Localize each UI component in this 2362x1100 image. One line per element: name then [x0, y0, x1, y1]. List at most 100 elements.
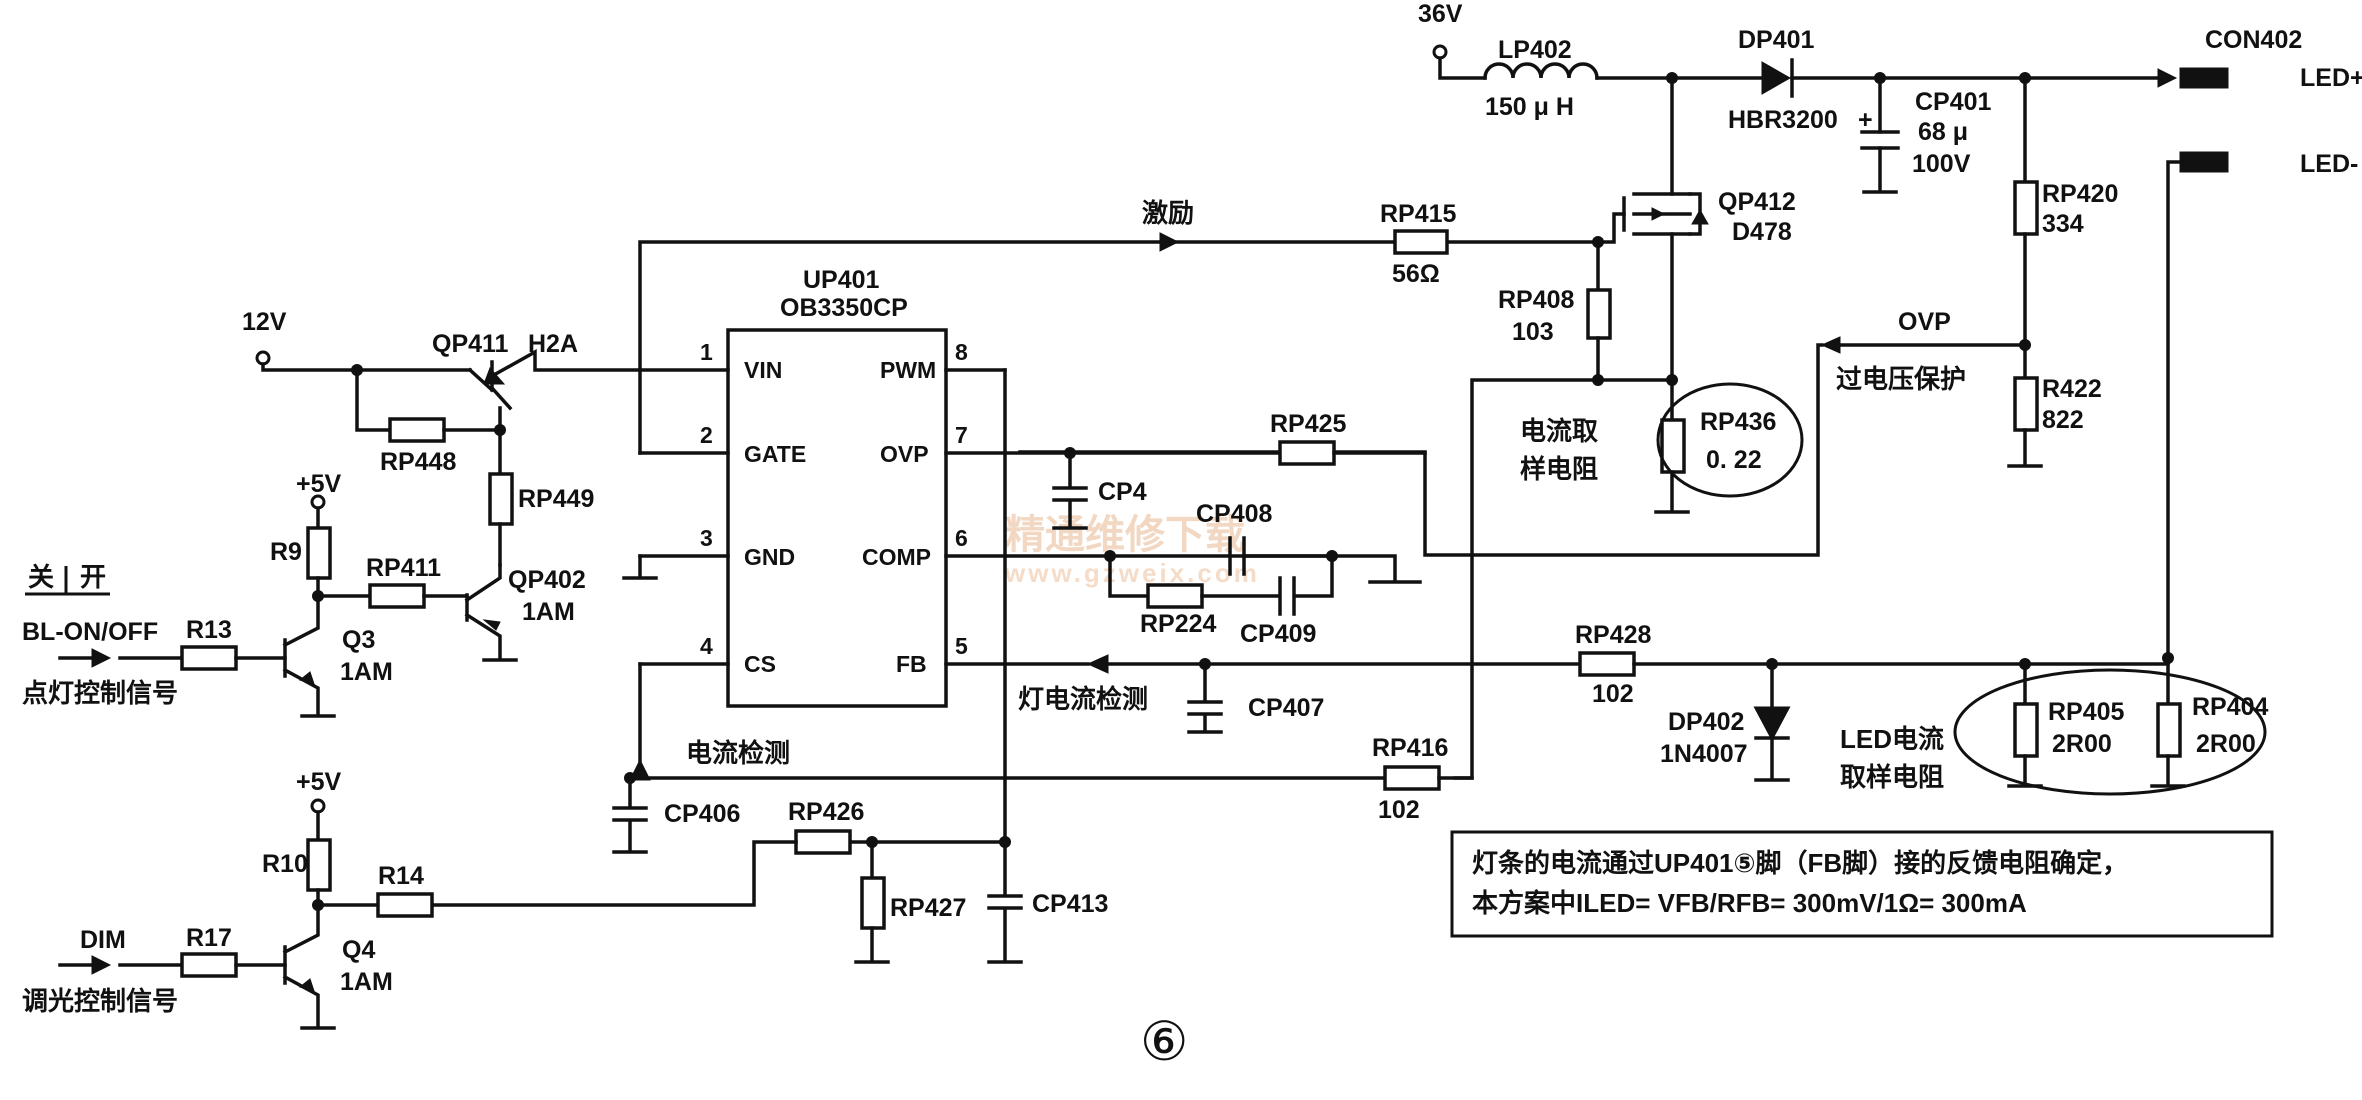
rp405-ref: RP405 — [2048, 698, 2125, 726]
ovp-label: OVP — [1898, 308, 1951, 336]
rp415-value: 56Ω — [1392, 260, 1440, 288]
pin-6-num: 6 — [955, 525, 968, 551]
pin-3-num: 3 — [700, 525, 713, 551]
cp4-ref: CP4 — [1098, 478, 1147, 506]
lp402-value: 150 μ H — [1485, 93, 1574, 121]
pwm-dim-network: CP413 RP426 RP427 — [430, 368, 1108, 964]
cp409-ref: CP409 — [1240, 620, 1316, 648]
qp411-arrow — [483, 367, 506, 385]
dp401-ref: DP401 — [1738, 26, 1815, 54]
rp427-ref: RP427 — [890, 894, 966, 922]
rp448-resistor — [388, 417, 446, 443]
bl-onoff-arrow — [91, 648, 112, 668]
rp428-resistor — [1578, 651, 1636, 677]
cp401-value: 68 μ — [1918, 118, 1968, 146]
v36-terminal — [1432, 44, 1448, 60]
note-box: 灯条的电流通过UP401⑤脚（FB脚）接的反馈电阻确定， 本方案中ILED= V… — [1450, 830, 2274, 938]
rp420-ref: RP420 — [2042, 180, 2118, 208]
cs-network: RP416 102 电流检测 CP406 — [612, 662, 1474, 854]
dp402-ref: DP402 — [1668, 708, 1744, 736]
dim-label: DIM — [80, 926, 126, 954]
qp412-value: D478 — [1732, 218, 1792, 246]
qp411-value: H2A — [528, 330, 578, 358]
rp415-resistor — [1393, 229, 1449, 255]
cp408-ref: CP408 — [1196, 500, 1273, 528]
rp428-value: 102 — [1592, 680, 1634, 708]
q3-value: 1AM — [340, 658, 393, 686]
lp402-inductor — [1483, 62, 1599, 80]
pin-fb-name: FB — [896, 651, 927, 677]
rp408-value: 103 — [1512, 318, 1554, 346]
bl-desc-label: 点灯控制信号 — [22, 678, 178, 708]
rp449-resistor — [488, 472, 514, 526]
lp402-ref: LP402 — [1498, 36, 1572, 64]
led-sample-label-2: 取样电阻 — [1840, 762, 1944, 792]
pin-5-num: 5 — [955, 633, 968, 659]
rp427-resistor — [860, 876, 886, 930]
led-plus-arrow — [2157, 68, 2178, 88]
qp411-ref: QP411 — [432, 330, 509, 358]
led-minus-arrow — [2178, 152, 2197, 172]
lamp-current-detect-label: 灯电流检测 — [1018, 684, 1148, 714]
r422-ref: R422 — [2042, 375, 2102, 403]
r14-resistor — [376, 892, 434, 918]
rp436-ref: RP436 — [1700, 408, 1776, 436]
con402-ref: CON402 — [2205, 26, 2302, 54]
pin-vin-name: VIN — [744, 357, 782, 383]
cp407-ref: CP407 — [1248, 694, 1324, 722]
note-line-2: 本方案中ILED= VFB/RFB= 300mV/1Ω= 300mA — [1472, 888, 2027, 918]
v5b-terminal — [310, 798, 326, 814]
v5b-label: +5V — [296, 768, 342, 796]
rp448-ref: RP448 — [380, 448, 457, 476]
mosfet-body-diode — [1691, 208, 1709, 225]
rp404-value: 2R00 — [2196, 730, 2256, 758]
v5a-label: +5V — [296, 470, 342, 498]
bl-onoff-label: BL-ON/OFF — [22, 618, 158, 646]
qp402-ref: QP402 — [508, 566, 586, 594]
rp436-highlight-ellipse — [1656, 382, 1804, 498]
rp449-ref: RP449 — [518, 485, 594, 513]
cp406-ref: CP406 — [664, 800, 740, 828]
current-detect-label: 电流检测 — [686, 738, 790, 768]
note-box-frame — [1450, 830, 2274, 938]
rp426-ref: RP426 — [788, 798, 864, 826]
cp401-plus-sign: + — [1858, 106, 1873, 134]
pin-7-num: 7 — [955, 422, 968, 448]
q3-ref: Q3 — [342, 626, 375, 654]
fb-network: 灯电流检测 CP407 RP428 102 DP402 1N4007 RP405… — [1018, 621, 2269, 796]
dp402-diode — [1753, 706, 1791, 742]
cp401-voltage: 100V — [1912, 150, 1971, 178]
q4-value: 1AM — [340, 968, 393, 996]
pin-1-num: 1 — [700, 339, 713, 365]
current-sample-label-1: 电流取 — [1520, 416, 1598, 446]
rp416-value: 102 — [1378, 796, 1420, 824]
dim-desc-label: 调光控制信号 — [22, 986, 178, 1016]
rp436-value: 0. 22 — [1706, 446, 1762, 474]
switch-off-label: 关 — [28, 562, 54, 592]
pin-pwm-name: PWM — [880, 357, 936, 383]
q4-arrow — [298, 978, 315, 992]
rp416-resistor — [1383, 765, 1441, 791]
rp411-ref: RP411 — [366, 554, 441, 582]
ic-body — [726, 328, 948, 708]
led-minus-label: LED- — [2300, 150, 2358, 178]
fb-arrow — [1086, 654, 1109, 674]
figure-number: ⑥ — [1140, 1010, 1188, 1073]
ic-up401: UP401 OB3350CP 1 VIN 2 GATE 3 GND 4 CS 8… — [622, 266, 1334, 708]
pin-cs-name: CS — [744, 651, 776, 677]
rp404-resistor — [2156, 702, 2182, 758]
rp425-ref: RP425 — [1270, 410, 1347, 438]
current-sample-label-2: 样电阻 — [1520, 454, 1598, 484]
qp402-value: 1AM — [522, 598, 575, 626]
cp413-ref: CP413 — [1032, 890, 1108, 918]
switch-on-label: 开 — [80, 562, 106, 592]
dp401-value: HBR3200 — [1728, 106, 1838, 134]
pin-4-num: 4 — [700, 633, 713, 659]
r9-ref: R9 — [270, 538, 302, 566]
r17-resistor — [180, 952, 238, 978]
r13-resistor — [180, 645, 238, 671]
v36-label: 36V — [1418, 0, 1463, 28]
v12-terminal — [255, 350, 271, 366]
dim-control: +5V R10 R14 Q4 1AM R17 DIM 调光控制信号 — [22, 768, 434, 1030]
